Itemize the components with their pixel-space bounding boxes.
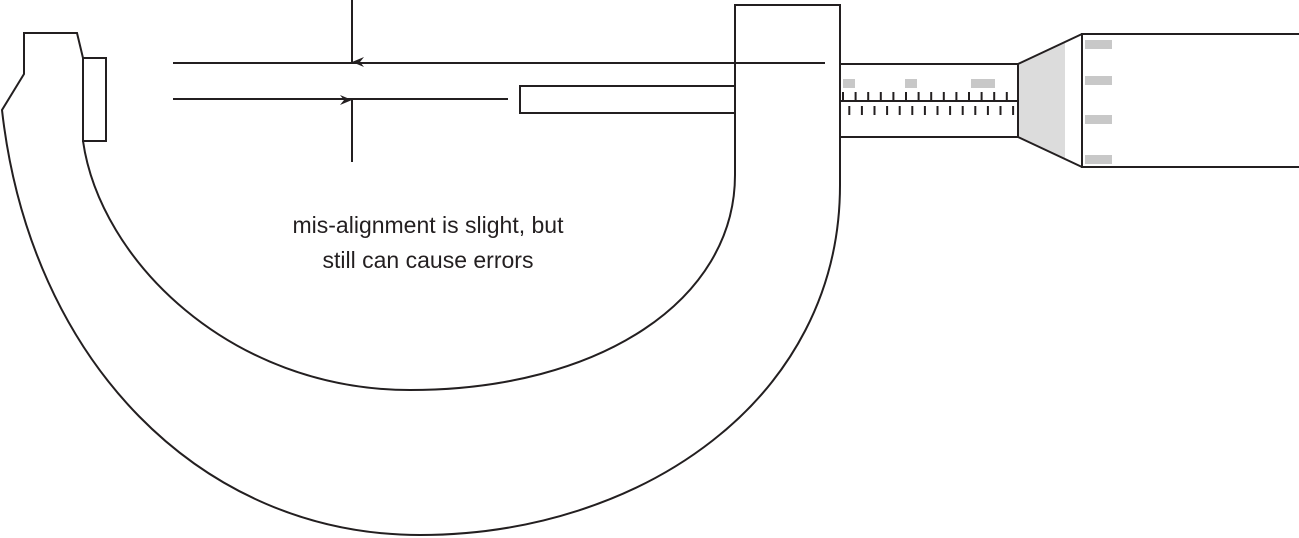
anvil [82,57,107,142]
spindle [519,85,736,114]
annotation-line-1: mis-alignment is slight, but [293,212,565,238]
annotation-line-2: still can cause errors [323,247,534,273]
sleeve [839,63,1019,138]
thimble [1081,33,1299,168]
micrometer-frame [0,4,841,537]
thimble-cone-highlight [1065,34,1082,167]
